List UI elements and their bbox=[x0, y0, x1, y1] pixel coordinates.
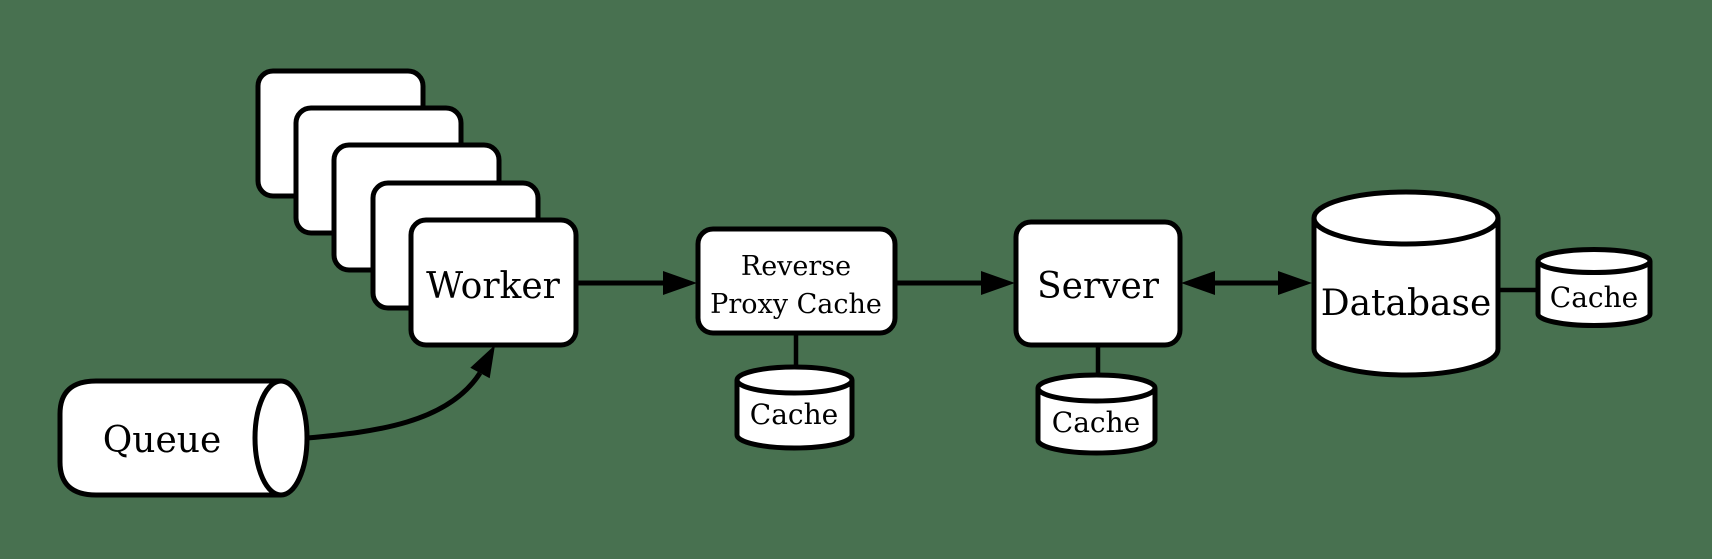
database-node: Database bbox=[1311, 189, 1501, 378]
queue-label: Queue bbox=[103, 420, 222, 461]
database-cache-node: Cache bbox=[1535, 247, 1653, 328]
database-cache-label: Cache bbox=[1550, 281, 1638, 314]
rpc-to-server-arrowhead-icon bbox=[981, 271, 1015, 295]
worker-to-rpc-arrow bbox=[576, 271, 697, 295]
worker-node: Worker bbox=[408, 217, 579, 348]
database-label: Database bbox=[1321, 283, 1492, 324]
server-cache-node: Cache bbox=[1035, 372, 1158, 456]
queue-to-worker-arrow bbox=[306, 345, 495, 441]
reverse-proxy-cache-node: Reverse Proxy Cache bbox=[695, 226, 898, 336]
reverse-proxy-cache-label-line1: Reverse bbox=[741, 251, 851, 282]
database-cylinder-body bbox=[1311, 218, 1501, 378]
worker-label: Worker bbox=[426, 266, 561, 307]
server-database-double-arrow bbox=[1181, 271, 1312, 295]
database-cache-cylinder-body bbox=[1535, 261, 1653, 328]
database-cache-cylinder-top bbox=[1535, 247, 1653, 275]
queue-cylinder-body bbox=[57, 378, 281, 498]
rpc-cache-node: Cache bbox=[734, 364, 855, 451]
server-cache-cylinder-body bbox=[1035, 388, 1158, 456]
worker-stack: Worker bbox=[255, 68, 579, 348]
rpc-to-server-arrow bbox=[895, 271, 1015, 295]
rpc-cache-cylinder-body bbox=[734, 380, 855, 451]
queue-to-worker-curve bbox=[306, 371, 483, 441]
server-cache-label: Cache bbox=[1052, 406, 1140, 439]
rpc-cache-cylinder-top bbox=[734, 364, 855, 396]
database-cylinder-top bbox=[1311, 189, 1501, 247]
server-label: Server bbox=[1037, 266, 1160, 307]
queue-cylinder-end bbox=[252, 378, 310, 498]
queue-to-worker-arrowhead-icon bbox=[470, 345, 495, 379]
server-database-right-arrowhead-icon bbox=[1278, 271, 1312, 295]
server-node: Server bbox=[1013, 219, 1183, 348]
worker-to-rpc-arrowhead-icon bbox=[663, 271, 697, 295]
queue-node: Queue bbox=[57, 378, 310, 498]
reverse-proxy-cache-label-line2: Proxy Cache bbox=[710, 289, 882, 320]
server-database-left-arrowhead-icon bbox=[1181, 271, 1215, 295]
rpc-cache-label: Cache bbox=[750, 398, 838, 431]
server-cache-cylinder-top bbox=[1035, 372, 1158, 404]
